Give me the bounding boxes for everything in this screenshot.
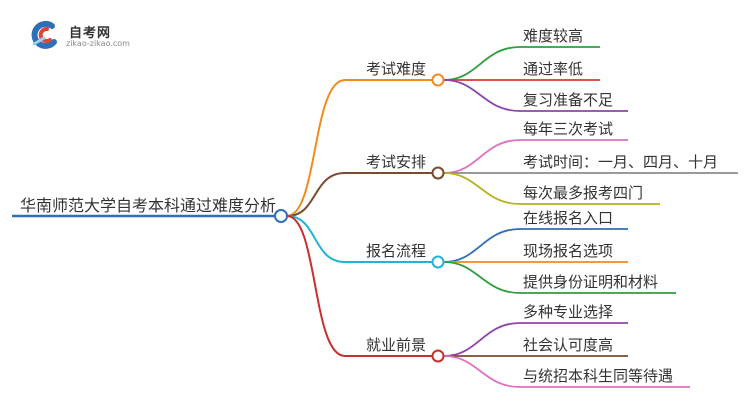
leaf-label-registration-3: 提供身份证明和材料 — [523, 273, 659, 291]
leaf-connector-registration-1 — [443, 228, 628, 263]
branch-node-schedule[interactable] — [431, 166, 445, 180]
leaf-label-difficulty-1: 难度较高 — [523, 27, 584, 45]
leaf-label-difficulty-3: 复习准备不足 — [523, 91, 614, 109]
site-logo: 自考网 zikao-zikao.com — [30, 20, 150, 50]
leaf-label-schedule-3: 每次最多报考四门 — [523, 184, 644, 202]
leaf-connector-schedule-1 — [443, 139, 628, 174]
leaf-label-career-3: 与统招本科生同等待遇 — [523, 367, 674, 385]
leaf-connector-schedule-3 — [443, 172, 660, 205]
leaf-label-registration-1: 在线报名入口 — [523, 209, 614, 227]
root-node[interactable] — [274, 209, 288, 223]
branch-connector-career — [286, 215, 432, 357]
leaf-connector-career-1 — [443, 322, 628, 357]
leaf-connector-difficulty-3 — [443, 79, 628, 112]
leaf-label-schedule-2: 考试时间：一月、四月、十月 — [523, 153, 719, 171]
leaf-label-career-1: 多种专业选择 — [523, 303, 614, 321]
branch-connector-registration — [286, 215, 432, 263]
branch-label-registration: 报名流程 — [366, 242, 427, 260]
leaf-label-career-2: 社会认可度高 — [523, 336, 614, 354]
branch-node-career[interactable] — [431, 349, 445, 363]
branch-label-career: 就业前景 — [366, 336, 427, 354]
leaf-label-difficulty-2: 通过率低 — [523, 60, 584, 78]
leaf-connector-career-3 — [443, 355, 690, 388]
logo-title: 自考网 — [69, 26, 112, 41]
leaf-label-schedule-1: 每年三次考试 — [523, 120, 614, 138]
branch-node-difficulty[interactable] — [431, 73, 445, 87]
logo-subtitle: zikao-zikao.com — [66, 39, 130, 48]
leaf-connector-difficulty-1 — [443, 46, 600, 81]
branch-connector-difficulty — [286, 79, 432, 217]
leaf-connector-registration-3 — [443, 261, 676, 294]
root-label: 华南师范大学自考本科通过难度分析 — [20, 196, 277, 215]
branch-label-schedule: 考试安排 — [366, 153, 427, 171]
branch-node-registration[interactable] — [431, 255, 445, 269]
branch-connector-schedule — [286, 172, 432, 217]
logo-mark-icon — [31, 20, 57, 49]
leaf-label-registration-2: 现场报名选项 — [523, 242, 614, 260]
branch-label-difficulty: 考试难度 — [366, 60, 427, 78]
